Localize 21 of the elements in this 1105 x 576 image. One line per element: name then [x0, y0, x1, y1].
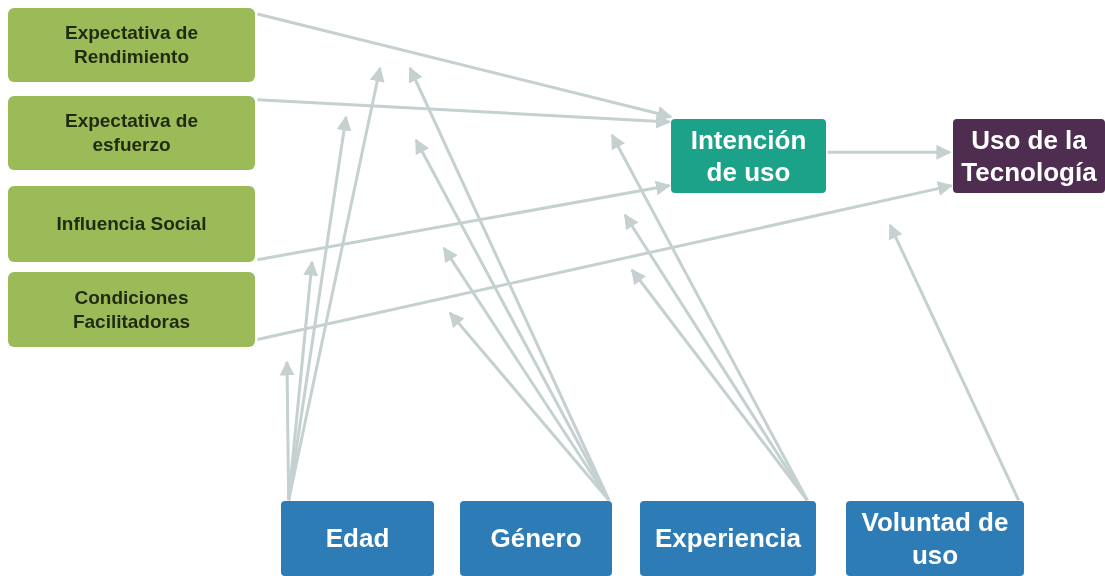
construct-box: Condiciones Facilitadoras [8, 272, 255, 347]
arrow [630, 268, 809, 502]
arrow [827, 144, 952, 160]
arrow [888, 223, 1020, 501]
moderator-box: Experiencia [640, 501, 816, 576]
arrow [257, 98, 671, 129]
construct-box: Expectativa de Rendimiento [8, 8, 255, 82]
arrow [279, 360, 295, 501]
arrow [442, 246, 611, 502]
intention-box: Intención de uso [671, 119, 826, 193]
arrow [287, 115, 352, 501]
construct-box: Expectativa de esfuerzo [8, 96, 255, 170]
moderator-box: Voluntad de uso [846, 501, 1024, 576]
arrow [287, 66, 385, 501]
moderator-box: Edad [281, 501, 434, 576]
arrow [257, 180, 671, 262]
construct-box: Influencia Social [8, 186, 255, 262]
moderator-box: Género [460, 501, 612, 576]
arrow [257, 12, 673, 121]
arrow [257, 181, 953, 341]
usage-box: Uso de la Tecnología [953, 119, 1105, 193]
